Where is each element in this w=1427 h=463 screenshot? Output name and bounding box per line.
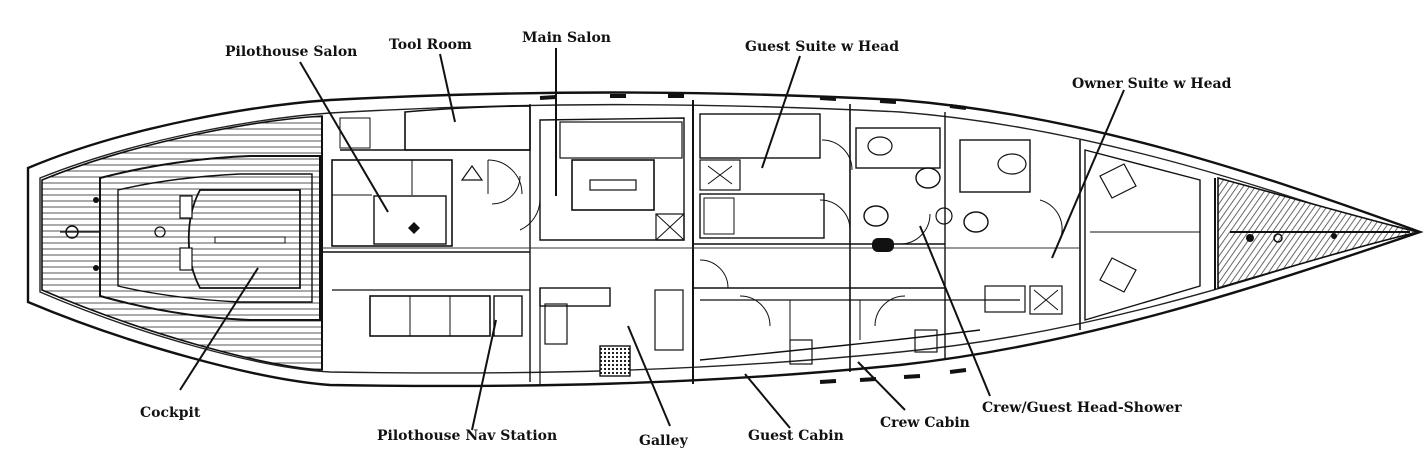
label-guest-suite: Guest Suite w Head	[745, 39, 900, 55]
label-crew-guest-head-shower: Crew/Guest Head-Shower	[982, 400, 1182, 416]
label-pilothouse-salon: Pilothouse Salon	[225, 44, 358, 60]
label-cockpit: Cockpit	[140, 405, 201, 421]
label-crew-cabin: Crew Cabin	[880, 415, 970, 431]
label-tool-room: Tool Room	[389, 37, 472, 53]
label-pilothouse-nav-station: Pilothouse Nav Station	[377, 428, 558, 444]
label-galley: Galley	[639, 433, 688, 449]
label-guest-cabin: Guest Cabin	[748, 428, 844, 444]
hull-outer	[26, 91, 1424, 388]
leader-lines	[179, 48, 1125, 431]
label-owner-suite: Owner Suite w Head	[1072, 76, 1232, 92]
label-main-salon: Main Salon	[522, 30, 611, 46]
portlights	[539, 94, 967, 384]
